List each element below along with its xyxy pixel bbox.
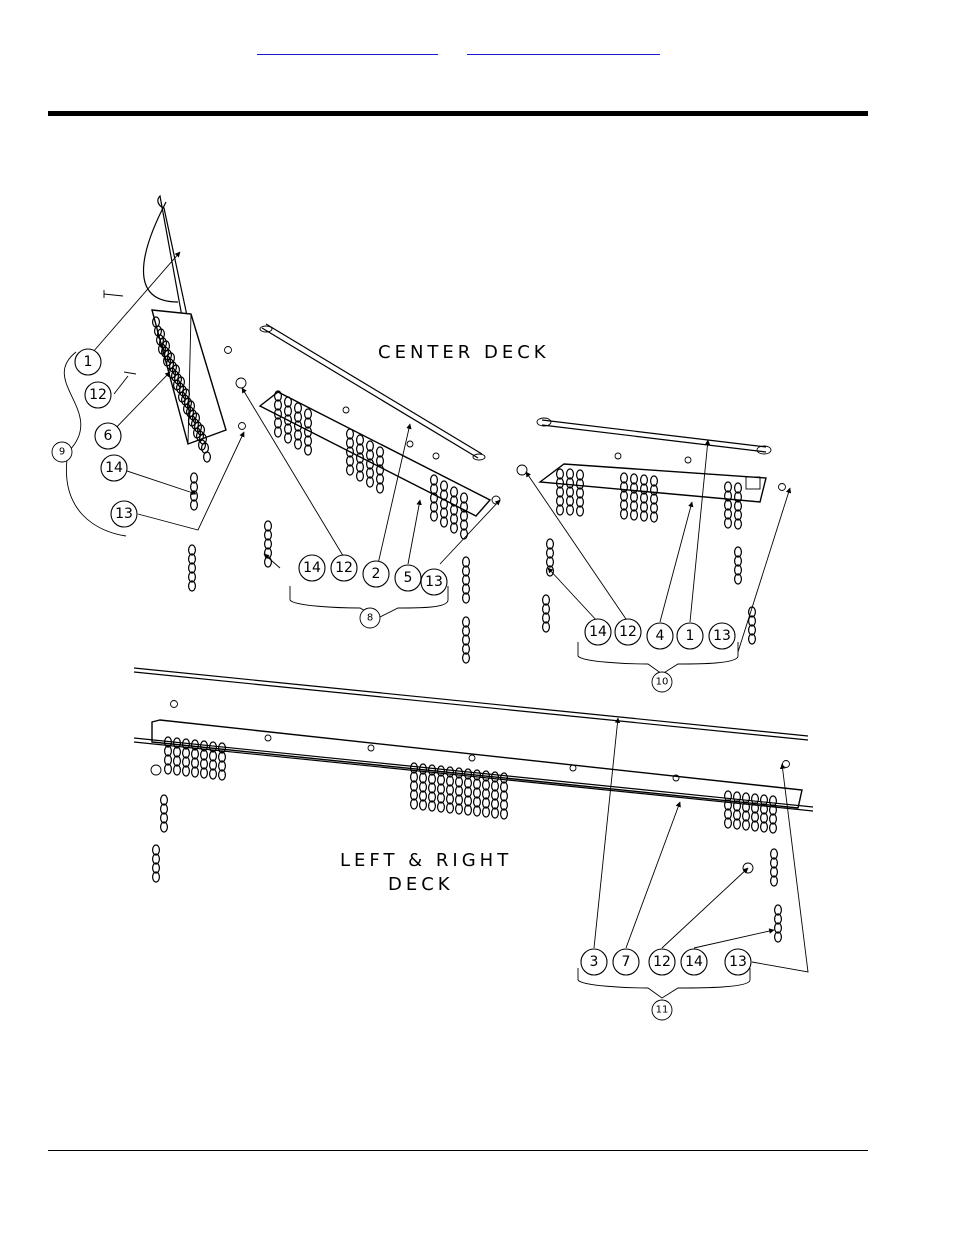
part-callout: 1: [676, 622, 704, 650]
part-callout-number: 6: [104, 428, 113, 444]
part-callout-number: 14: [589, 624, 607, 640]
part-callout: 6: [94, 422, 122, 450]
leader-lines: [63, 251, 809, 999]
assembly-callout-number: 8: [367, 613, 373, 624]
side-deck-assembly: [516, 417, 786, 645]
center-deck-assembly: [235, 323, 501, 664]
part-callout: 13: [110, 500, 138, 528]
assembly-callout-number: 9: [59, 447, 65, 458]
part-callout: 7: [612, 948, 640, 976]
assembly-callout: 10: [651, 671, 673, 693]
part-callout-number: 14: [105, 460, 123, 476]
part-callout: 13: [708, 622, 736, 650]
part-callout: 13: [724, 948, 752, 976]
part-callout: 12: [330, 554, 358, 582]
chain-link-icon: [203, 451, 211, 463]
part-callout: 1: [74, 348, 102, 376]
part-callout-number: 14: [303, 560, 321, 576]
part-callout-number: 3: [590, 954, 599, 970]
part-callout-number: 1: [84, 354, 93, 370]
part-callout: 5: [394, 564, 422, 592]
assembly-callout-number: 11: [656, 1005, 669, 1016]
part-callout-number: 13: [713, 628, 731, 644]
assembly-callout: 9: [51, 441, 73, 463]
footer-rule: [48, 1150, 868, 1151]
part-callout: 12: [84, 381, 112, 409]
header-link-2[interactable]: [467, 44, 660, 55]
part-callout-number: 13: [425, 574, 443, 590]
part-callout-number: 13: [729, 954, 747, 970]
part-callout: 14: [100, 454, 128, 482]
part-callout: 3: [580, 948, 608, 976]
part-callout-number: 12: [89, 387, 107, 403]
part-callout-number: 12: [653, 954, 671, 970]
center-deck-label: CENTER DECK: [378, 342, 550, 363]
side-curtain-assembly: [103, 194, 246, 592]
header-rule: [48, 111, 868, 116]
part-callout-number: 4: [656, 628, 665, 644]
part-callout-number: 2: [372, 566, 381, 582]
part-callout-number: 13: [115, 506, 133, 522]
part-callout-number: 14: [685, 954, 703, 970]
part-callout: 12: [614, 618, 642, 646]
part-callout-number: 7: [622, 954, 631, 970]
assembly-callout: 11: [651, 999, 673, 1021]
part-callout-number: 1: [686, 628, 695, 644]
part-callout: 13: [420, 568, 448, 596]
assembly-callout-number: 10: [656, 677, 669, 688]
part-callout: 14: [298, 554, 326, 582]
part-callout: 4: [646, 622, 674, 650]
part-callout: 12: [648, 948, 676, 976]
left-right-deck-label-line1: LEFT & RIGHT: [340, 850, 512, 871]
left-right-deck-label-line2: DECK: [388, 874, 454, 895]
header-link-1[interactable]: [257, 44, 438, 55]
assembly-callout: 8: [359, 607, 381, 629]
part-callout: 14: [680, 948, 708, 976]
part-callout-number: 5: [404, 570, 413, 586]
part-callout: 2: [362, 560, 390, 588]
part-callout-number: 12: [335, 560, 353, 576]
part-callout: 14: [584, 618, 612, 646]
left-right-deck-assembly: [133, 667, 814, 943]
part-callout-number: 12: [619, 624, 637, 640]
